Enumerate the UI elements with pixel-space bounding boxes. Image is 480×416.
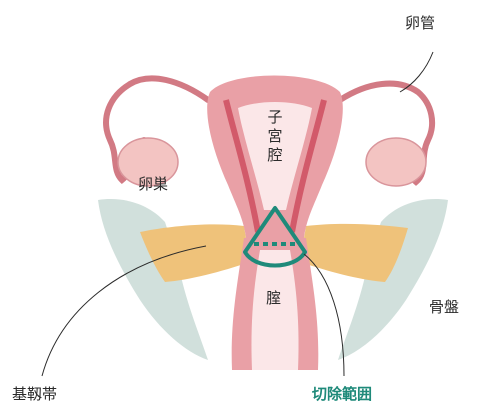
label-fallopian-tube: 卵管 <box>405 12 435 33</box>
label-vagina: 腟 <box>266 287 281 308</box>
label-resection-range: 切除範囲 <box>312 383 372 404</box>
pelvis-bone-left <box>98 199 208 360</box>
label-uterine-cavity: 子宮腔 <box>266 108 284 165</box>
label-pelvis: 骨盤 <box>429 296 459 317</box>
label-ovary: 卵巣 <box>138 173 168 194</box>
ovary-right <box>366 138 426 186</box>
vagina-lumen <box>251 250 298 370</box>
pelvis-bone-right <box>338 199 448 360</box>
label-cardinal-ligament: 基靱帯 <box>12 383 57 404</box>
